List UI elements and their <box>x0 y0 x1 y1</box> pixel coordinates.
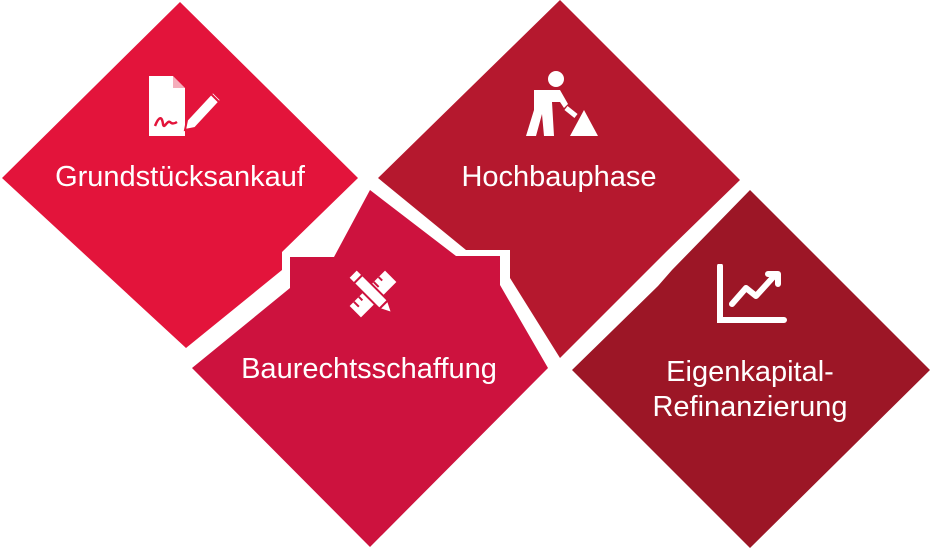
label-grundstuecksankauf: Grundstücksankauf <box>55 161 305 193</box>
label-eigenkapital-line2: Refinanzierung <box>652 391 848 423</box>
label-eigenkapital-line1: Eigenkapital- <box>666 356 834 388</box>
construction-worker-icon <box>526 71 598 136</box>
tile-hochbauphase <box>378 0 740 358</box>
tile-baurechtsschaffung <box>192 190 548 547</box>
pencil-ruler-icon <box>346 267 397 318</box>
document-signature-icon <box>149 76 223 136</box>
label-hochbauphase: Hochbauphase <box>461 161 657 193</box>
tile-grundstuecksankauf <box>2 2 358 348</box>
tile-eigenkapital <box>572 190 930 548</box>
line-chart-icon <box>717 264 787 323</box>
label-baurechtsschaffung: Baurechtsschaffung <box>241 353 497 385</box>
